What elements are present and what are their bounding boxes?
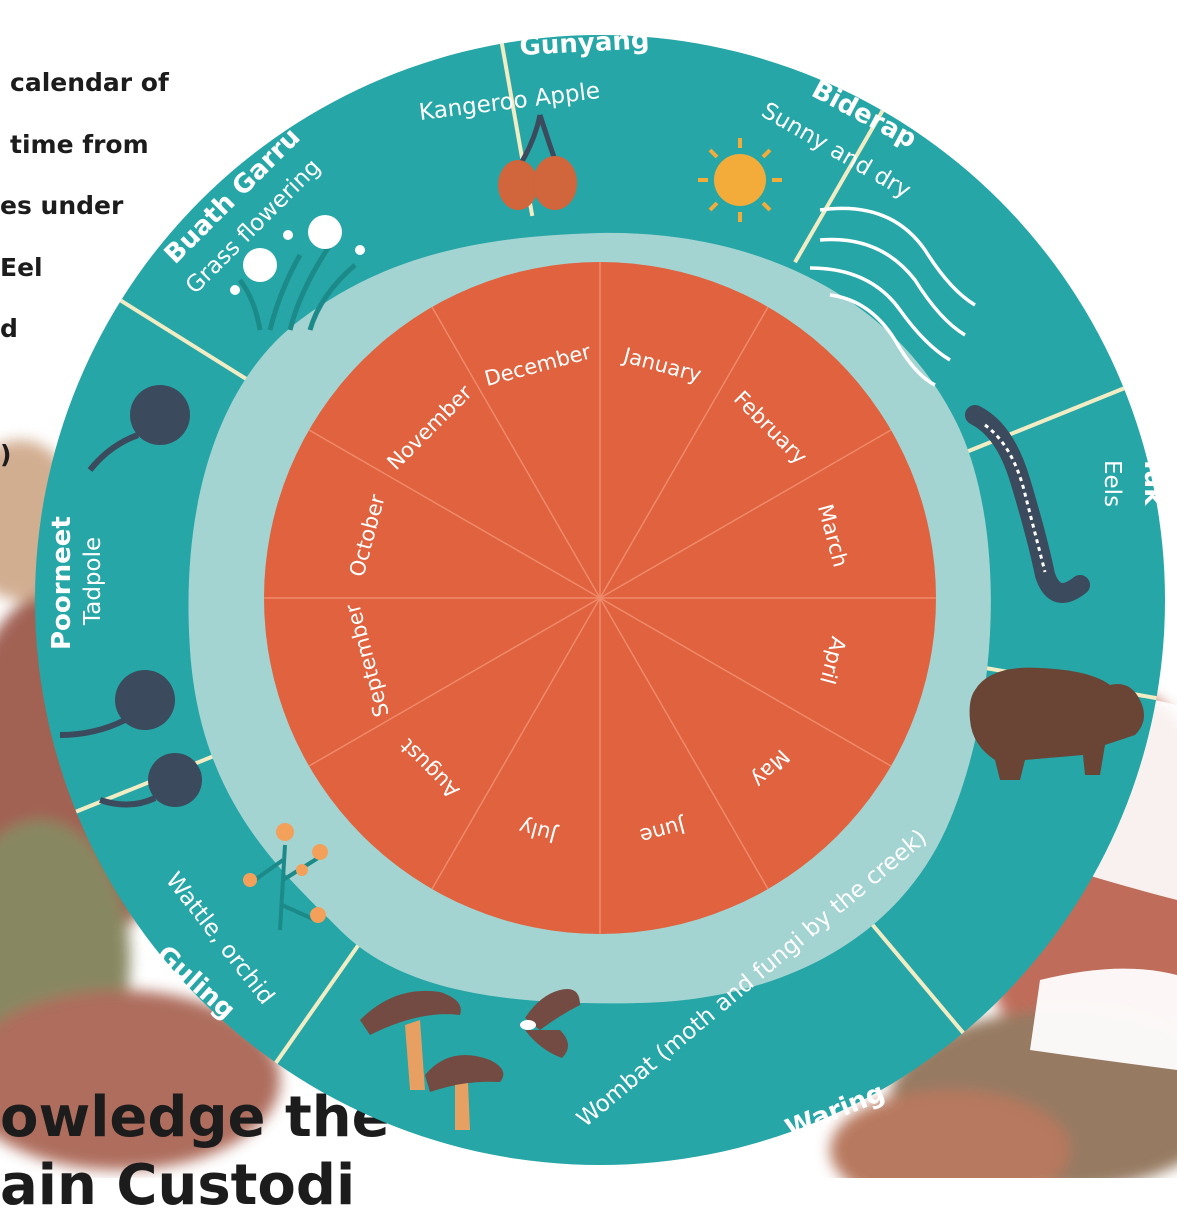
side-text-line: calendar of — [10, 68, 169, 97]
month-divider — [308, 429, 601, 599]
month-divider — [431, 306, 601, 599]
month-divider — [308, 597, 601, 767]
moth-icon — [520, 989, 580, 1058]
season-iuk: Iuk Eels — [1099, 460, 1168, 507]
month-divider — [599, 306, 769, 599]
month-wheel: JanuaryFebruaryMarchAprilMayJuneJulyAugu… — [264, 262, 936, 934]
month-divider — [431, 597, 601, 890]
side-text-line: Eel — [0, 253, 43, 282]
mushroom-icon — [360, 990, 504, 1130]
month-divider — [599, 429, 892, 599]
season-name: Iuk — [1138, 460, 1168, 506]
wombat-icon — [969, 667, 1144, 780]
sun-icon — [698, 138, 782, 222]
season-name: Poorneet — [47, 516, 77, 650]
ring-divider — [793, 109, 885, 264]
season-name: Gunyang — [519, 25, 650, 62]
season-poorneet: Poorneet Tadpole — [47, 516, 106, 650]
wind-lines-icon — [809, 206, 976, 387]
side-heading-line: owledge the — [0, 1085, 390, 1150]
month-divider — [599, 597, 892, 767]
seasonal-calendar-wheel: JanuaryFebruaryMarchAprilMayJuneJulyAugu… — [35, 25, 1168, 1165]
side-text-line: time from — [10, 130, 149, 159]
side-text-line: es under — [0, 191, 124, 220]
season-desc: Eels — [1099, 460, 1125, 507]
ring-divider — [119, 298, 271, 396]
side-text-line: d — [0, 314, 18, 343]
kangaroo-apple-icon — [498, 114, 577, 210]
wattle-icon — [243, 823, 328, 931]
side-text-line: ) — [0, 440, 12, 469]
season-desc: Tadpole — [80, 537, 106, 626]
tadpole-icon — [59, 385, 202, 808]
eel-icon — [965, 405, 1090, 603]
grass-flower-icon — [230, 215, 365, 331]
ring-divider — [960, 386, 1125, 456]
month-divider — [599, 597, 769, 890]
